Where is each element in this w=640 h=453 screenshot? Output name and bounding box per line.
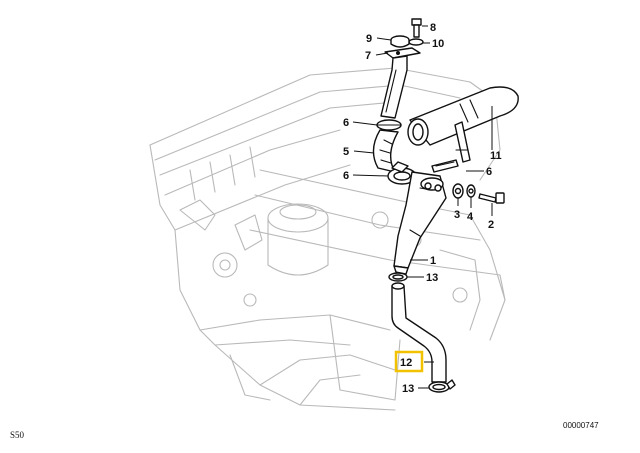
hose-clamp-upper: [376, 119, 402, 131]
branch-housing-part: [393, 171, 447, 275]
callout-6-right[interactable]: 6: [486, 166, 492, 178]
upper-pipe-part: [380, 55, 408, 119]
callout-2[interactable]: 2: [488, 219, 494, 231]
callout-12[interactable]: 12: [400, 357, 412, 369]
callout-3[interactable]: 3: [454, 209, 460, 221]
lower-clamp-lower: [428, 379, 456, 393]
callout-9[interactable]: 8: [430, 22, 436, 34]
hose-clamp-right: [431, 159, 459, 173]
callout-6-upper[interactable]: 6: [343, 117, 349, 129]
callout-10[interactable]: 10: [432, 38, 444, 50]
crossover-pipe-part: [407, 86, 519, 163]
callout-1[interactable]: 1: [430, 255, 436, 267]
callout-13-upper[interactable]: 13: [426, 272, 438, 284]
lower-clamp-upper: [388, 272, 408, 282]
callout-5[interactable]: 5: [343, 146, 349, 158]
bolt-part: [411, 18, 422, 38]
seal-washer-part: [466, 184, 476, 198]
hose-clamp-middle: [387, 161, 417, 185]
callout-7[interactable]: 7: [365, 50, 371, 62]
mounting-bolt-part: [478, 192, 505, 204]
callout-11[interactable]: 11: [490, 150, 502, 162]
coolant-hose-part: [391, 282, 447, 383]
callout-4[interactable]: 4: [467, 211, 474, 223]
callout-13-lower[interactable]: 13: [402, 383, 414, 395]
drawing-number-label: 00000747: [563, 421, 599, 430]
flange-part: [384, 47, 421, 59]
gasket-part: [452, 183, 464, 199]
callout-6-middle[interactable]: 6: [343, 170, 349, 182]
washer-part: [408, 38, 424, 46]
cap-part: [390, 35, 410, 48]
leader-lines: [352, 25, 493, 389]
callout-8[interactable]: 9: [366, 33, 372, 45]
engine-code-label: S50: [10, 430, 25, 440]
highlight-box: [394, 350, 424, 373]
